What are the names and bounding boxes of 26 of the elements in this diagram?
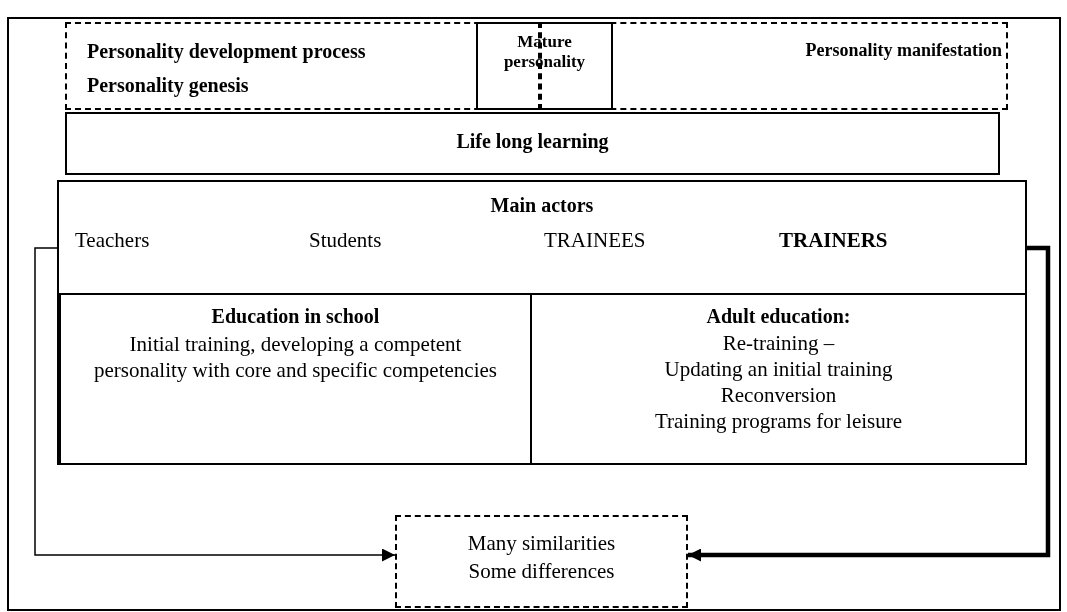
heading: Education in school bbox=[210, 305, 381, 328]
table-cell bbox=[59, 293, 532, 465]
arrow bbox=[34, 247, 396, 562]
process-box bbox=[65, 112, 1000, 175]
actor-label: TRAINERS bbox=[779, 228, 888, 253]
description: Re-training – bbox=[721, 331, 836, 356]
description: Updating an initial training bbox=[663, 357, 894, 382]
actor-label: Teachers bbox=[75, 228, 150, 253]
process-box bbox=[57, 180, 1027, 465]
arrow bbox=[688, 245, 1051, 562]
heading: Personality development process bbox=[87, 40, 366, 63]
heading: Adult education: bbox=[705, 305, 852, 328]
heading: Personality manifestation bbox=[804, 40, 1002, 61]
actor-label: Students bbox=[309, 228, 382, 253]
heading: Life long learning bbox=[455, 130, 610, 153]
heading: Mature personality bbox=[502, 32, 587, 72]
process-box bbox=[476, 22, 613, 110]
description: Some differences bbox=[467, 559, 616, 584]
description: Initial training, developing a competent personality with core and specific competencies bbox=[93, 331, 498, 384]
description: Many similarities bbox=[466, 531, 617, 556]
heading: Main actors bbox=[489, 194, 595, 217]
dashed-box bbox=[395, 515, 688, 608]
actor-label: TRAINEES bbox=[544, 228, 646, 253]
description: Reconversion bbox=[719, 383, 838, 408]
heading: Personality genesis bbox=[87, 74, 249, 97]
description: Training programs for leisure bbox=[653, 409, 904, 434]
